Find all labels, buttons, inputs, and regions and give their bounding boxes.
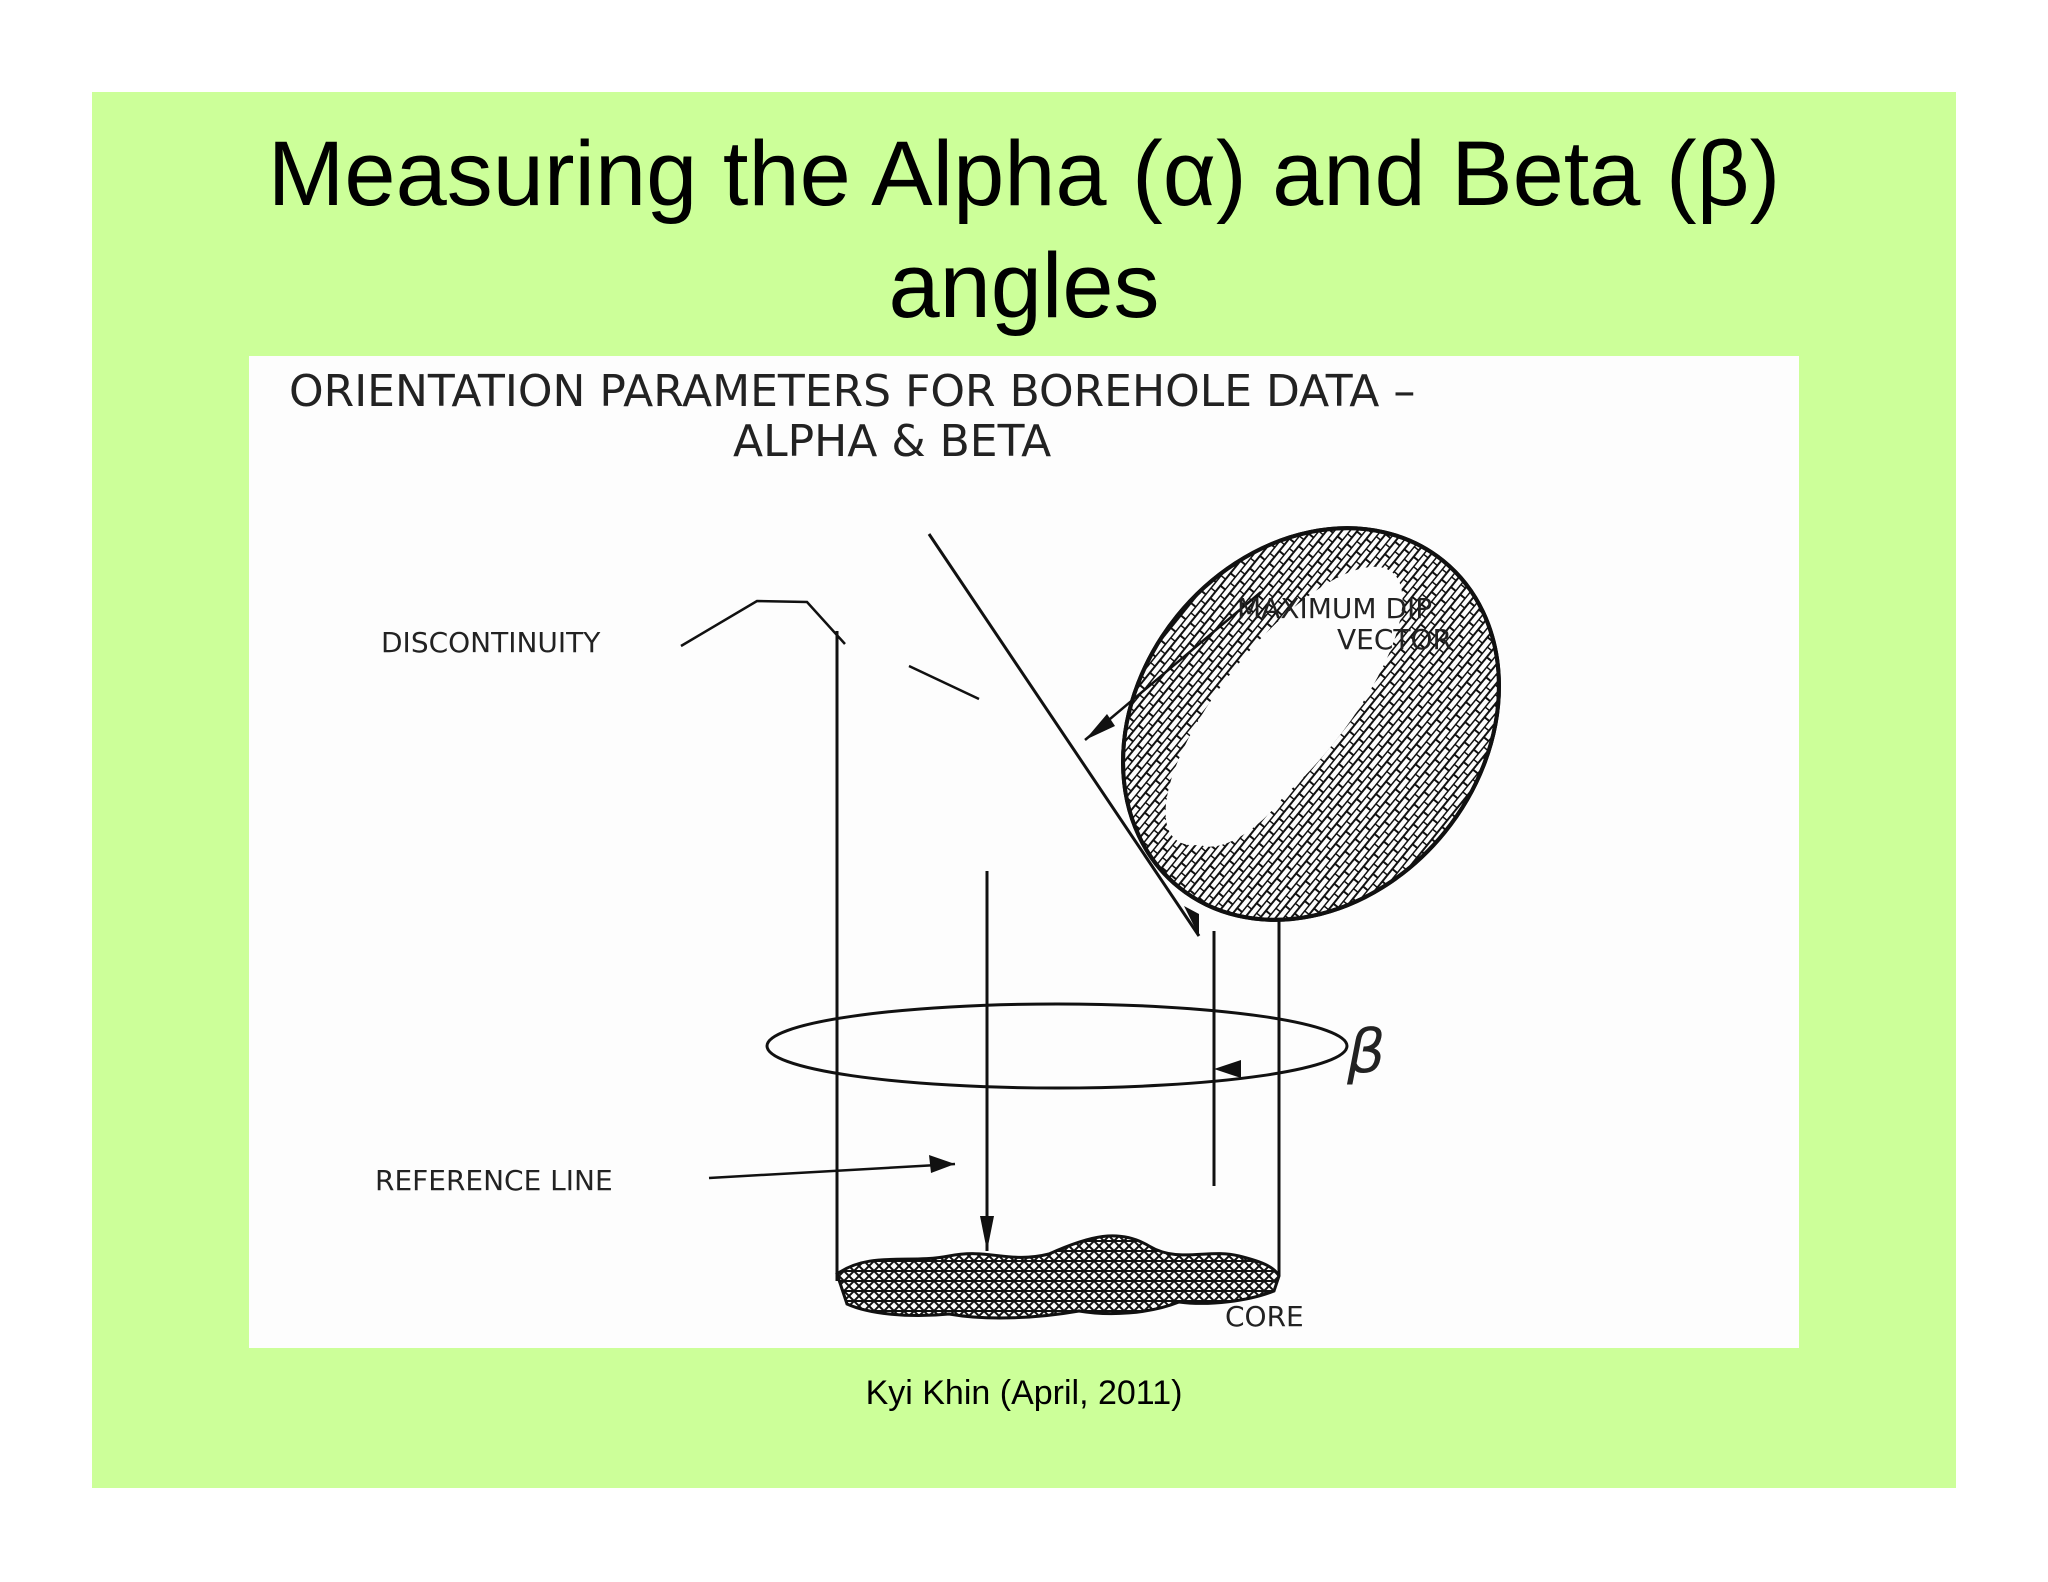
beta-rotation-ellipse [765,1002,1349,1090]
max-dip-leader [1084,591,1262,741]
reference-leader-arrowhead [929,1155,955,1173]
slide-caption: Kyi Khin (April, 2011) [865,1374,1183,1412]
slide-title: Measuring the Alpha (α) and Beta (β) ang… [92,118,1956,342]
slide: Measuring the Alpha (α) and Beta (β) ang… [92,92,1956,1488]
label-reference-line: REFERENCE LINE [375,1164,613,1197]
diagram-svg: ORIENTATION PARAMETERS FOR BOREHOLE DATA… [289,366,1501,1333]
beta-arrowhead [1214,1060,1241,1078]
borehole-diagram: ORIENTATION PARAMETERS FOR BOREHOLE DATA… [249,356,1799,1348]
dip-vector-arrowhead [1184,906,1199,936]
label-max-dip-line-2: VECTOR [1337,623,1452,656]
label-discontinuity: DISCONTINUITY [381,626,601,659]
discontinuity-leader-2 [908,664,980,701]
dip-vector-line [927,533,1201,937]
discontinuity-plane [1121,526,1501,922]
discontinuity-leader [680,599,846,648]
label-max-dip-line-1: MAXIMUM DIP [1237,592,1432,625]
title-line-1: Measuring the Alpha (α) and Beta (β) [267,123,1781,225]
reference-line-arrowhead [980,1216,994,1251]
title-line-2: angles [888,235,1160,337]
reference-leader [708,1162,956,1180]
max-dip-leader-arrowhead [1085,714,1115,740]
figure-heading-line-2: ALPHA & BETA [733,416,1051,467]
core-bottom-rock [835,1234,1281,1320]
label-beta: β [1346,1017,1385,1087]
label-core: CORE [1225,1300,1304,1333]
figure-heading-line-1: ORIENTATION PARAMETERS FOR BOREHOLE DATA… [289,366,1415,417]
